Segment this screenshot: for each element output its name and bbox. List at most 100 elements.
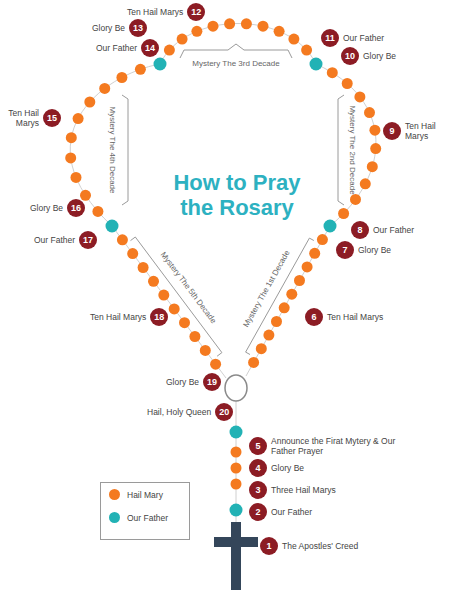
our-father-bead (310, 58, 323, 71)
our-father-bead (324, 220, 337, 233)
cross-bar (214, 537, 258, 547)
hail-mary-bead (138, 262, 149, 273)
callout-number: 8 (351, 221, 369, 239)
legend-item: Hail Mary (109, 483, 189, 506)
step-label: Glory Be (271, 463, 304, 473)
hail-mary-bead (309, 248, 320, 259)
decade-bracket (122, 95, 128, 205)
callout: 4 Glory Be (249, 459, 304, 477)
our-father-bead (106, 220, 119, 233)
callout: 8 Our Father (351, 221, 414, 239)
callout-number: 2 (249, 503, 267, 521)
hail-mary-bead (65, 152, 76, 163)
stem-hail-mary-beads (231, 447, 242, 490)
hail-mary-bead (263, 330, 274, 341)
mystery-label: Mystery The 2nd Decade (347, 105, 357, 194)
callout: 17 Our Father (34, 231, 97, 249)
callout-number: 19 (203, 373, 221, 391)
mystery-label: Mystery The 1st Decade (241, 249, 292, 329)
callout: 9Ten Hail Marys (383, 121, 445, 141)
hail-mary-bead (302, 261, 313, 272)
callout-number: 20 (215, 403, 233, 421)
callout: 11 Our Father (321, 29, 384, 47)
hail-mary-bead (116, 72, 127, 83)
callout-number: 5 (249, 437, 267, 455)
callout: 7Glory Be (336, 241, 391, 259)
step-label: Ten Hail Marys (327, 312, 383, 322)
crucifix (214, 522, 258, 590)
mystery-label: Mystery The 4th Decade (107, 106, 117, 193)
rosary-chain (70, 24, 376, 523)
hail-mary-bead (338, 208, 349, 219)
our-father-bead (230, 504, 243, 517)
callout-number: 14 (141, 39, 159, 57)
step-label: Announce the Firat Mytery & Our Father P… (271, 436, 401, 456)
hail-mary-bead (364, 107, 375, 118)
step-label: Our Father (271, 507, 312, 517)
decade-bracket (180, 44, 292, 58)
decade-bracket (338, 95, 344, 205)
legend-item: Our Father (109, 506, 189, 529)
hail-mary-bead (224, 18, 235, 29)
step-label: Our Father (96, 43, 137, 53)
legend-text: Our Father (127, 513, 168, 523)
hail-mary-bead (200, 345, 211, 356)
callout-number: 16 (67, 199, 85, 217)
callout-number: 13 (129, 19, 147, 37)
callout-number: 6 (305, 308, 323, 326)
hail-mary-bead (271, 316, 282, 327)
legend-swatch (109, 489, 120, 500)
callout: 16Glory Be (30, 199, 85, 217)
chain-segment (70, 64, 160, 226)
our-father-bead (154, 58, 167, 71)
chain-segment (112, 226, 226, 378)
callout: 6 Ten Hail Marys (305, 308, 383, 326)
step-label: Our Father (343, 33, 384, 43)
callout-number: 10 (341, 47, 359, 65)
hail-mary-bead (241, 18, 252, 29)
hail-mary-bead (177, 34, 188, 45)
hail-mary-bead (66, 132, 77, 143)
hail-mary-bead (258, 21, 269, 32)
callout: 15Ten Hail Marys (3, 108, 61, 128)
hail-mary-bead (191, 26, 202, 37)
callout: 14 Our Father (96, 39, 159, 57)
our-father-bead (230, 426, 243, 439)
hail-mary-bead (294, 275, 305, 286)
hail-mary-bead (350, 194, 361, 205)
hail-mary-bead (248, 357, 259, 368)
step-label: Our Father (373, 225, 414, 235)
hail-mary-bead (288, 34, 299, 45)
callout-number: 7 (336, 241, 354, 259)
hail-mary-bead (317, 234, 328, 245)
step-label: Our Father (34, 235, 75, 245)
hail-mary-bead (231, 463, 242, 474)
hail-mary-bead (73, 113, 84, 124)
callout-number: 11 (321, 29, 339, 47)
hail-mary-bead (148, 276, 159, 287)
diagram-title: How to Pray the Rosary (167, 170, 307, 220)
legend-box: Hail MaryOur Father (100, 482, 190, 540)
callout-number: 15 (43, 109, 61, 127)
hail-mary-bead (279, 302, 290, 313)
step-label: Ten Hail Marys (3, 108, 39, 128)
cross-upright (231, 522, 241, 590)
callout-number: 17 (79, 231, 97, 249)
callout: 2 Our Father (249, 503, 312, 521)
callout-number: 4 (249, 459, 267, 477)
callout-number: 1 (260, 537, 278, 555)
step-label: Ten Hail Marys (90, 312, 146, 322)
hail-mary-bead (210, 359, 221, 370)
hail-mary-bead (208, 21, 219, 32)
step-label: Glory Be (166, 377, 199, 387)
legend-swatch (109, 512, 120, 523)
callout: 3Three Hail Marys (249, 481, 336, 499)
hail-mary-bead (231, 447, 242, 458)
hail-mary-bead (367, 161, 378, 172)
callout-number: 3 (249, 481, 267, 499)
callout-number: 18 (150, 308, 168, 326)
hail-mary-bead (80, 190, 91, 201)
hail-mary-bead (231, 479, 242, 490)
hail-mary-bead (354, 91, 365, 102)
